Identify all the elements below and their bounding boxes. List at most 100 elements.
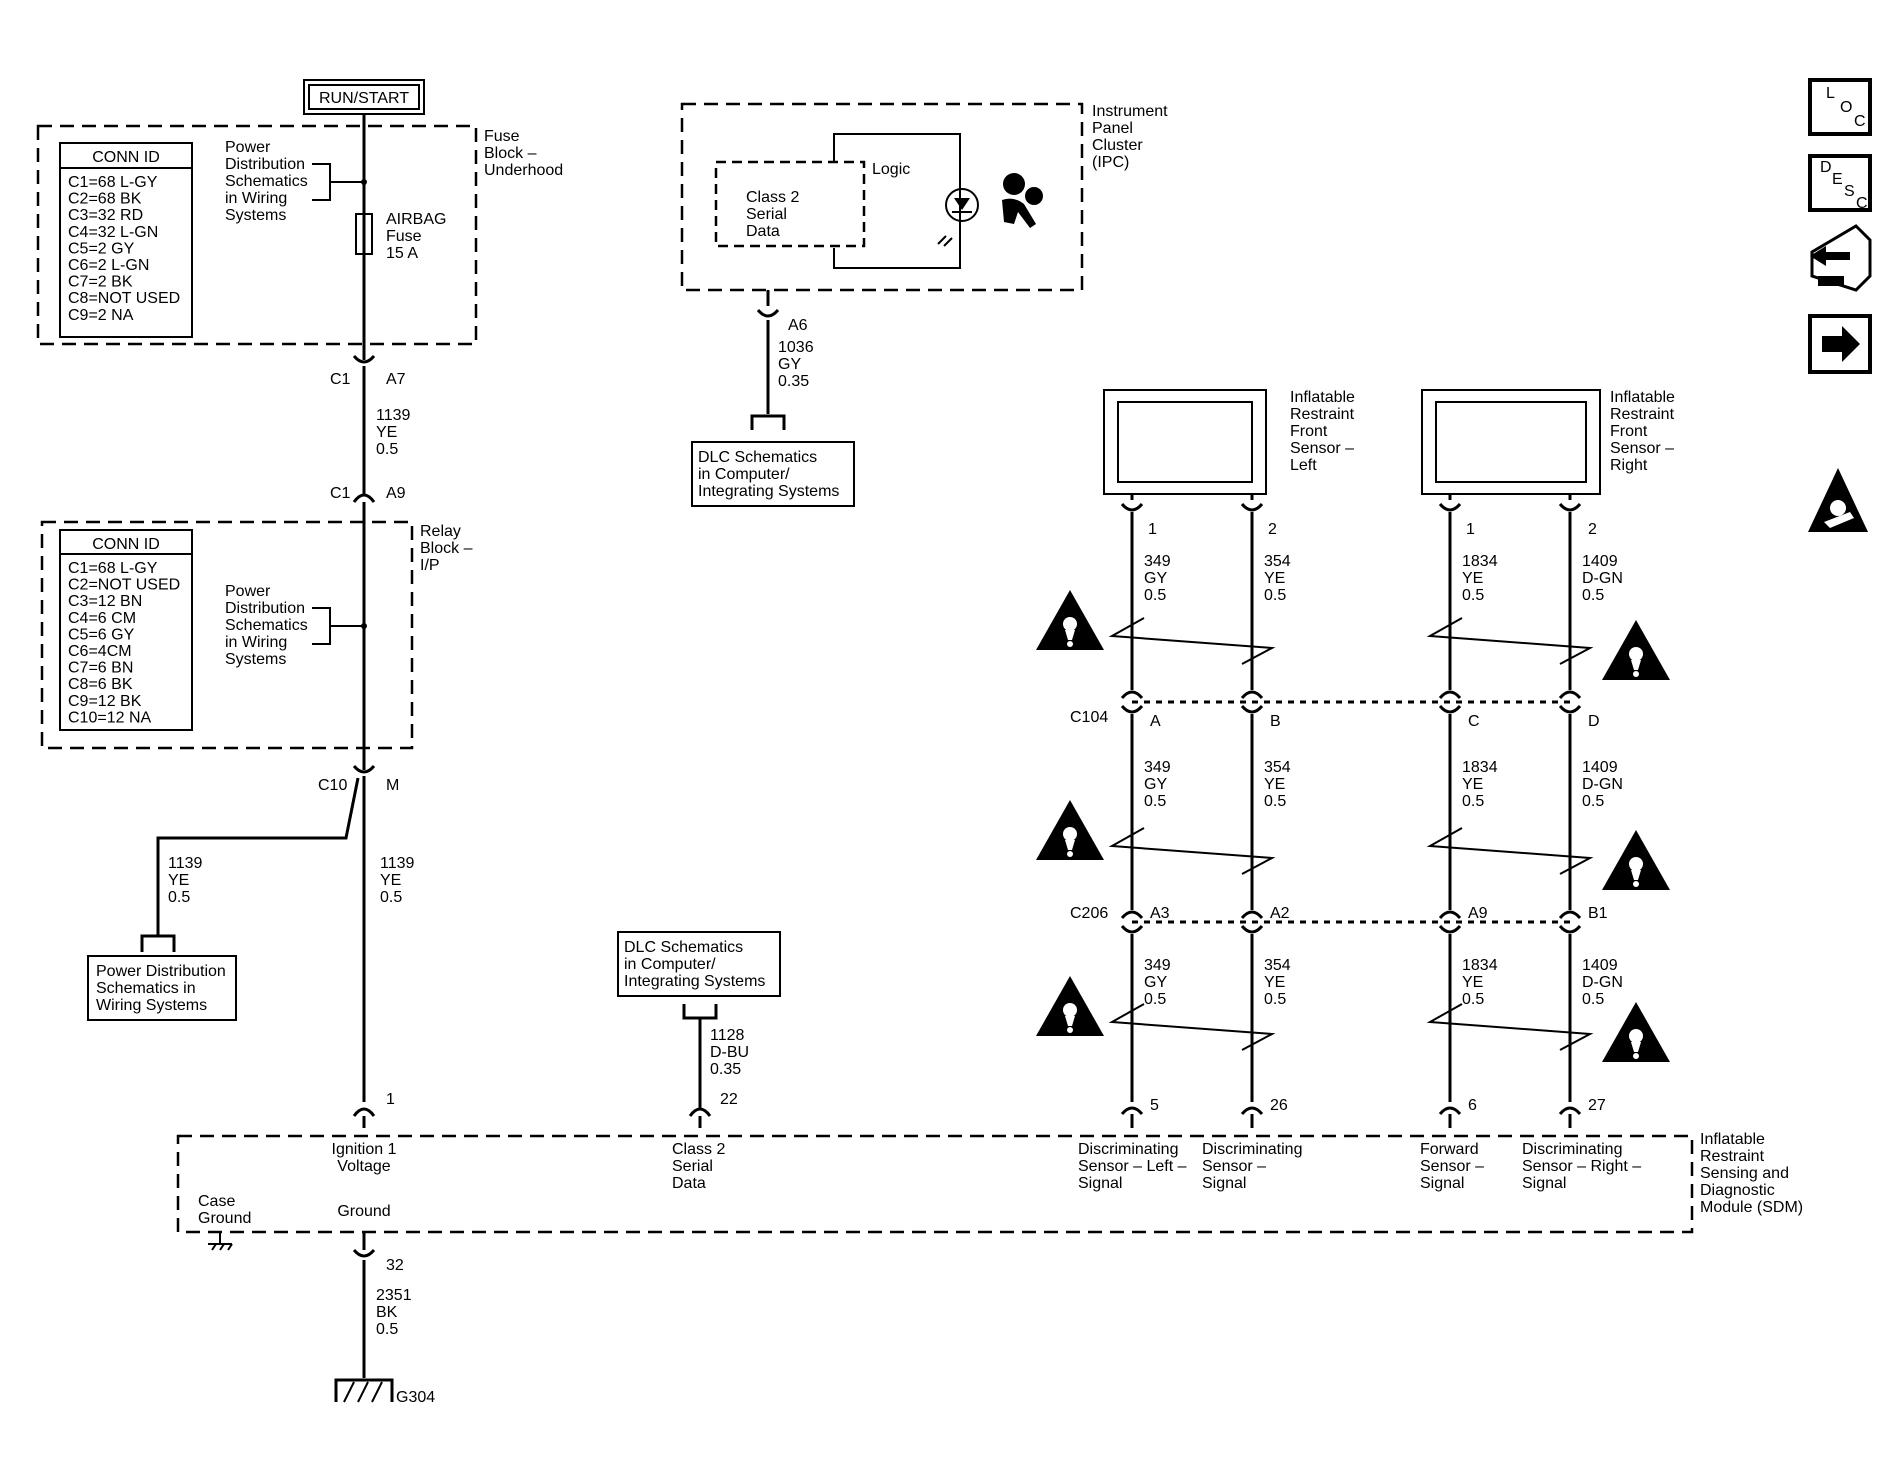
svg-text:1139: 1139 — [380, 855, 415, 872]
svg-text:Schematics in: Schematics in — [96, 980, 196, 997]
case-ground-symbol-icon — [208, 1232, 233, 1251]
svg-text:C1: C1 — [330, 371, 351, 388]
caution-icon — [1602, 830, 1670, 890]
svg-text:in Computer/: in Computer/ — [624, 956, 716, 973]
svg-text:in Wiring: in Wiring — [225, 634, 287, 651]
wire-label: D-GN — [1582, 570, 1623, 587]
wire-label: YE — [1264, 974, 1285, 991]
power-distribution-ref-box[interactable] — [87, 955, 237, 1021]
airbag-warning-icon — [1808, 468, 1868, 532]
ipc-label: Instrument — [1092, 103, 1168, 120]
svg-text:C104: C104 — [1070, 709, 1108, 726]
wire-label: 0.5 — [1462, 991, 1484, 1008]
run-start-label: RUN/START — [319, 90, 409, 107]
wire-label: 354 — [1264, 759, 1291, 776]
wire-1128-label: 1128 — [710, 1027, 745, 1044]
sensor-circuits: 349GY0.5349GY0.5349GY0.5AA35354YE0.5354Y… — [1036, 494, 1670, 1128]
connector-cavity — [1558, 1106, 1582, 1116]
wire-label: 349 — [1144, 553, 1171, 570]
conn-id-entry: C8=6 BK — [68, 676, 133, 693]
wire-1139-label: 1139 — [376, 407, 411, 424]
relay-block-label: Relay — [420, 523, 461, 540]
wire-label: 354 — [1264, 553, 1291, 570]
svg-text:2: 2 — [1268, 521, 1277, 538]
svg-text:Ground: Ground — [198, 1210, 251, 1227]
conn-id-entry: C2=NOT USED — [68, 577, 180, 594]
sdm-pin-32 — [352, 1248, 376, 1258]
svg-text:Power Distribution: Power Distribution — [96, 963, 226, 980]
conn-id-entry: C3=12 BN — [68, 593, 142, 610]
connector-tool-icon[interactable] — [1810, 224, 1872, 292]
wire-label: 0.5 — [1582, 793, 1604, 810]
desc-icon[interactable]: D E S C — [1808, 154, 1872, 212]
wire-label: 0.5 — [1462, 587, 1484, 604]
dlc-schematics-ref-bottom[interactable] — [617, 931, 781, 997]
svg-text:Restraint: Restraint — [1290, 406, 1355, 423]
svg-text:YE: YE — [380, 872, 401, 889]
branch-wire — [156, 777, 360, 936]
connector-cavity — [1438, 924, 1462, 934]
conn-id-entry: C7=2 BK — [68, 274, 133, 291]
connector-cavity — [1120, 690, 1144, 700]
sdm-pin-1 — [352, 1107, 376, 1117]
caution-icon — [1602, 620, 1670, 680]
svg-text:Diagnostic: Diagnostic — [1700, 1182, 1775, 1199]
dlc-schematics-ref-top[interactable] — [691, 441, 855, 507]
svg-text:0.5: 0.5 — [376, 441, 398, 458]
connector-c1-a7 — [352, 354, 376, 364]
forward-label: Forward — [1420, 1141, 1479, 1158]
connector-cavity — [1120, 502, 1144, 512]
airbag-passenger-icon — [1002, 173, 1043, 228]
c206-pin: A2 — [1270, 905, 1290, 922]
svg-text:0.5: 0.5 — [376, 1321, 398, 1338]
svg-text:15 A: 15 A — [386, 245, 418, 262]
wire-label: 0.5 — [1264, 587, 1286, 604]
svg-text:0.5: 0.5 — [380, 889, 402, 906]
conn-id-entry: C9=2 NA — [68, 307, 134, 324]
caution-icon — [1602, 1002, 1670, 1062]
disc-left-label: Discriminating — [1078, 1141, 1178, 1158]
g304-ground-icon — [334, 1378, 394, 1403]
connector-cavity — [1438, 1106, 1462, 1116]
instrument-panel-cluster — [680, 102, 1084, 292]
conn-id-entry: C5=2 GY — [68, 240, 135, 257]
svg-text:L: L — [1826, 85, 1835, 102]
next-arrow-icon[interactable] — [1808, 314, 1872, 374]
connector-cavity — [1240, 1106, 1264, 1116]
wire-label: YE — [1264, 570, 1285, 587]
wire-label: 354 — [1264, 957, 1291, 974]
twisted-pair — [1426, 827, 1594, 875]
wire-label: GY — [1144, 974, 1167, 991]
svg-text:32: 32 — [386, 1257, 404, 1274]
svg-text:I/P: I/P — [420, 557, 440, 574]
sdm-pin: 26 — [1270, 1097, 1288, 1114]
svg-text:1: 1 — [1148, 521, 1157, 538]
wire-label: 349 — [1144, 759, 1171, 776]
fuse-block-label: Fuse — [484, 128, 520, 145]
c104-pin: D — [1588, 713, 1600, 730]
twisted-pair — [1108, 1003, 1276, 1051]
connector-cavity — [1120, 924, 1144, 934]
wire-label: 0.5 — [1144, 587, 1166, 604]
svg-text:Left: Left — [1290, 457, 1317, 474]
svg-text:BK: BK — [376, 1304, 398, 1321]
conn-id-entry: C8=NOT USED — [68, 290, 180, 307]
svg-text:(IPC): (IPC) — [1092, 154, 1129, 171]
conn-id-entry: C6=2 L-GN — [68, 257, 149, 274]
caution-icon — [1036, 590, 1104, 650]
svg-text:Sensor –: Sensor – — [1610, 440, 1674, 457]
wire-label: 349 — [1144, 957, 1171, 974]
svg-text:Schematics: Schematics — [225, 617, 308, 634]
svg-text:Voltage: Voltage — [337, 1158, 390, 1175]
loc-icon[interactable]: L O C — [1808, 78, 1872, 136]
sdm-pin-22 — [688, 1107, 712, 1117]
ground-label: Ground — [337, 1203, 390, 1220]
front-sensor-right — [1421, 389, 1601, 495]
svg-text:Signal: Signal — [1078, 1175, 1122, 1192]
connector-cavity — [1240, 502, 1264, 512]
conn-id-entry: C7=6 BN — [68, 660, 133, 677]
svg-text:0.5: 0.5 — [168, 889, 190, 906]
svg-text:DLC Schematics: DLC Schematics — [698, 449, 817, 466]
svg-text:CONN ID: CONN ID — [92, 536, 160, 553]
